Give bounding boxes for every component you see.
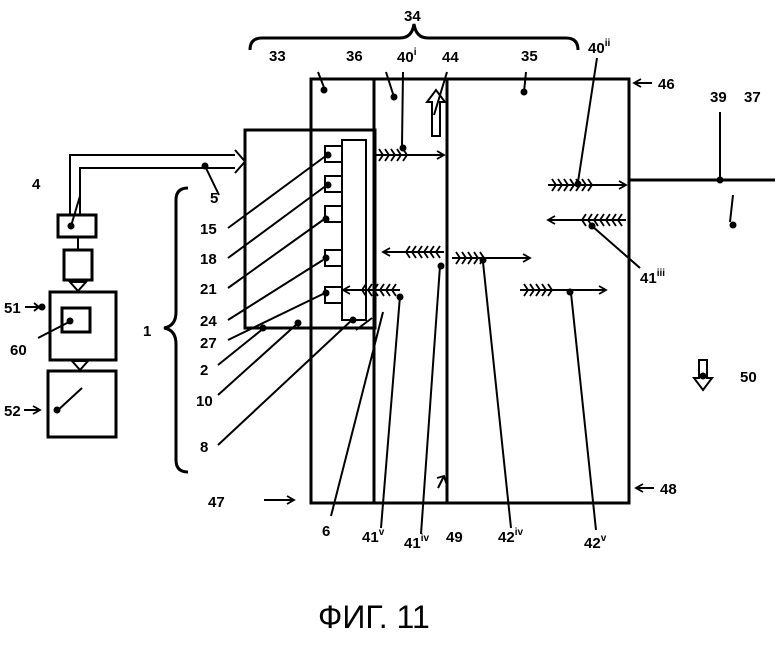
label-51: 51 [4,300,21,317]
label-42v-num: 42 [584,535,601,552]
label-40i-sup: i [414,47,417,58]
label-42iv-sup: iv [515,527,524,538]
label-42iv: 42iv [498,527,523,546]
unit-52 [48,371,116,437]
label-41iii: 41iii [640,268,665,287]
label-41v-num: 41 [362,529,379,546]
label-18: 18 [200,251,217,268]
adapter-block [64,250,92,280]
arrow-down-a [70,282,86,291]
label-41iii-num: 41 [640,270,657,287]
label-34: 34 [404,8,421,25]
brace-1 [164,188,188,472]
label-4: 4 [32,176,41,193]
label-40i: 40i [397,47,417,66]
label-41iv: 41iv [404,533,429,552]
label-24: 24 [200,313,217,330]
connector-4 [58,215,96,237]
figure-caption: ФИГ. 11 [318,599,430,635]
label-40ii: 40ii [588,38,610,57]
label-42v-sup: v [601,533,607,544]
label-39: 39 [710,89,727,106]
label-40ii-sup: ii [605,38,611,49]
label-60: 60 [10,342,27,359]
label-1: 1 [143,323,151,340]
label-41v: 41v [362,527,385,546]
label-47: 47 [208,494,225,511]
label-33: 33 [269,48,286,65]
label-2: 2 [200,362,208,379]
label-6: 6 [322,523,330,540]
arrow-down-b [72,361,88,370]
pointer-arrows [24,79,654,504]
label-49: 49 [446,529,463,546]
label-41iv-num: 41 [404,535,421,552]
label-42iv-num: 42 [498,529,515,546]
module-60 [62,308,90,332]
label-37: 37 [744,89,761,106]
label-46: 46 [658,76,675,93]
label-50: 50 [740,369,757,386]
label-40ii-num: 40 [588,40,605,57]
label-44: 44 [442,49,459,66]
detector-strip-8 [342,140,366,320]
label-40i-num: 40 [397,49,414,66]
label-42v: 42v [584,533,607,552]
label-8: 8 [200,439,208,456]
label-10: 10 [196,393,213,410]
up-arrow-44 [427,90,445,136]
label-52: 52 [4,403,21,420]
label-41iii-sup: iii [657,268,666,279]
label-5: 5 [210,190,218,207]
label-27: 27 [200,335,217,352]
label-41iv-sup: iv [421,533,430,544]
label-36: 36 [346,48,363,65]
label-15: 15 [200,221,217,238]
label-41v-sup: v [379,527,385,538]
label-35: 35 [521,48,538,65]
label-21: 21 [200,281,217,298]
beam-wave-marks [362,149,622,296]
label-48: 48 [660,481,677,498]
